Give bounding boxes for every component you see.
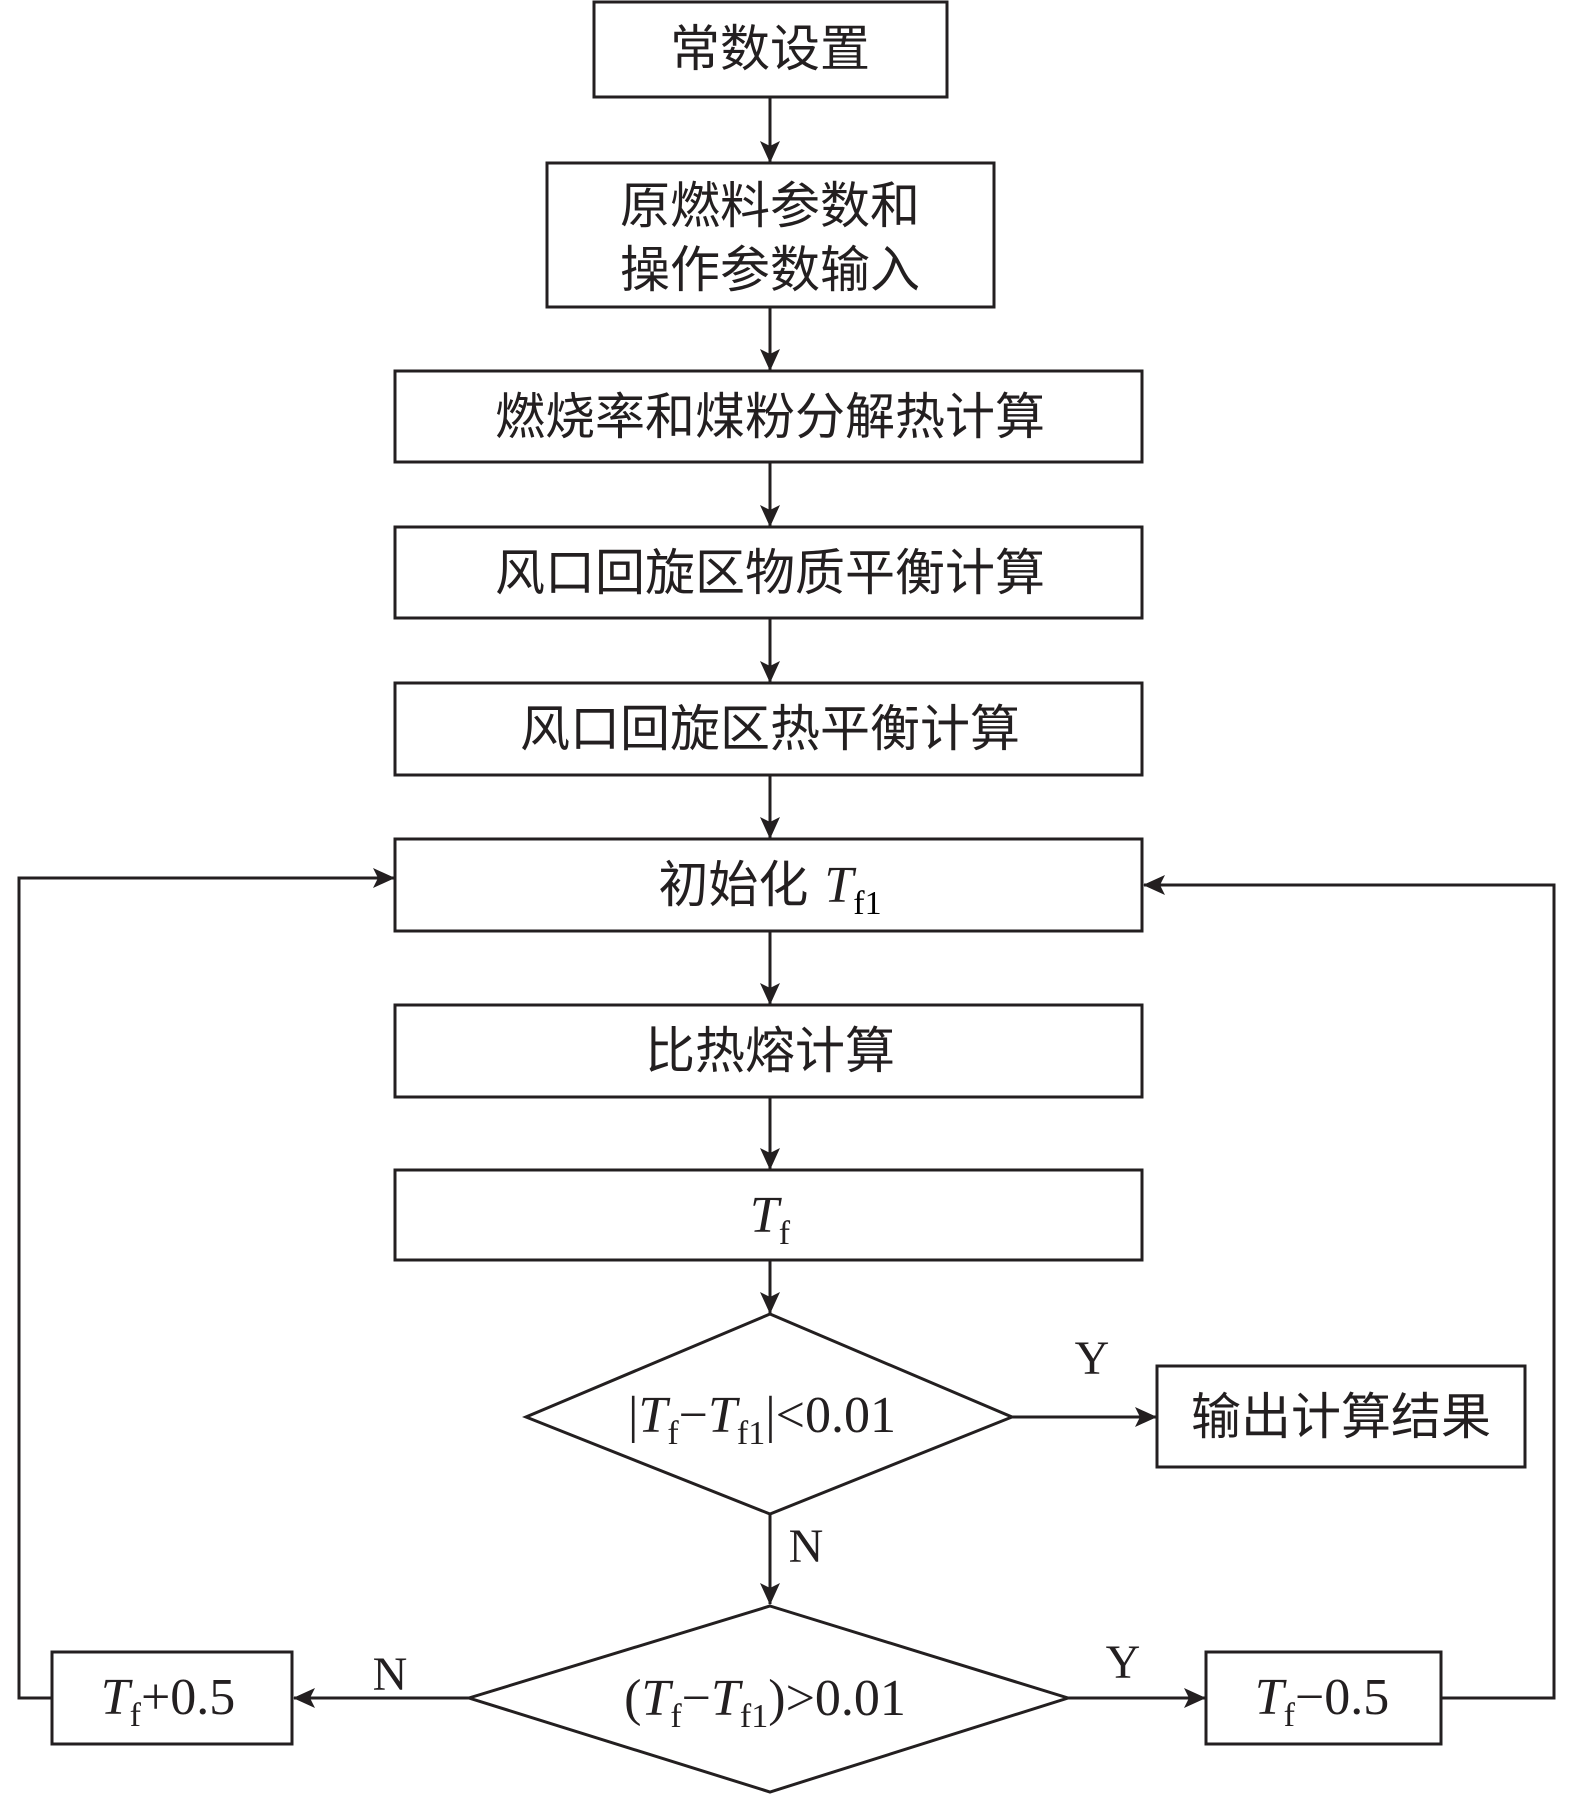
node-init-var: T: [824, 857, 856, 914]
node-check2-a: T: [641, 1670, 673, 1727]
node-tf-var: T: [750, 1187, 782, 1244]
edges: [17, 97, 1556, 1708]
node-check1-a: T: [638, 1387, 670, 1444]
node-plus: Tf+0.5: [50, 1650, 294, 1746]
node-minus-label: Tf−0.5: [1255, 1669, 1390, 1734]
node-init-label: 初始化 Tf1: [658, 856, 881, 922]
node-heat-label: 风口回旋区热平衡计算: [520, 700, 1020, 758]
node-constants: 常数设置: [592, 0, 949, 99]
node-check1-a-sub: f: [667, 1415, 679, 1452]
edge-label-check1-yes: Y: [1075, 1332, 1110, 1385]
node-tf-label: Tf: [750, 1187, 791, 1252]
node-minus: Tf−0.5: [1204, 1650, 1443, 1746]
node-plus-var: T: [101, 1669, 133, 1726]
node-input: 原燃料参数和 操作参数输入: [545, 161, 996, 309]
node-input-label-line2: 操作参数输入: [620, 241, 920, 299]
node-enthalpy: 比热熔计算: [393, 1003, 1144, 1099]
node-mass: 风口回旋区物质平衡计算: [393, 525, 1144, 620]
node-minus-var: T: [1255, 1669, 1287, 1726]
node-heat: 风口回旋区热平衡计算: [393, 681, 1144, 777]
node-init-sub: f1: [853, 885, 881, 922]
node-tf: Tf: [393, 1168, 1144, 1262]
node-init: 初始化 Tf1: [393, 837, 1144, 933]
node-mass-label: 风口回旋区物质平衡计算: [495, 544, 1045, 602]
node-tf-sub: f: [779, 1215, 791, 1252]
node-check2-b-sub: f1: [740, 1698, 768, 1735]
node-output-label: 输出计算结果: [1191, 1388, 1491, 1446]
node-check2-a-sub: f: [670, 1698, 682, 1735]
node-constants-label: 常数设置: [670, 20, 870, 78]
edge-plus-init-loop: [17, 868, 395, 1700]
edge-label-check2-yes: Y: [1106, 1636, 1141, 1689]
node-check1-b-sub: f1: [737, 1415, 765, 1452]
node-plus-label: Tf+0.5: [101, 1669, 236, 1734]
node-plus-sub: f: [130, 1697, 142, 1734]
node-check2-suffix: )>0.01: [768, 1670, 906, 1727]
node-input-label-line1: 原燃料参数和: [620, 177, 920, 235]
node-check2-label: (Tf−Tf1)>0.01: [624, 1670, 906, 1735]
node-check1: |Tf−Tf1|<0.01: [522, 1312, 1016, 1516]
node-plus-suffix: +0.5: [141, 1669, 235, 1726]
node-check1-op: −: [679, 1387, 708, 1444]
node-check1-suffix: |<0.01: [765, 1387, 896, 1444]
node-minus-suffix: −0.5: [1295, 1669, 1389, 1726]
node-check1-prefix: |: [628, 1387, 638, 1444]
node-enthalpy-label: 比热熔计算: [645, 1022, 895, 1080]
node-init-text: 初始化: [658, 856, 824, 914]
node-burn-label: 燃烧率和煤粉分解热计算: [495, 388, 1045, 446]
node-check2-prefix: (: [624, 1670, 641, 1727]
node-check1-b: T: [708, 1387, 740, 1444]
edge-label-check2-no: N: [373, 1648, 408, 1701]
edge-minus-init-loop: [1143, 875, 1556, 1700]
node-burn: 燃烧率和煤粉分解热计算: [393, 369, 1144, 464]
node-check2-op: −: [682, 1670, 711, 1727]
node-minus-sub: f: [1284, 1697, 1296, 1734]
node-check2-b: T: [711, 1670, 743, 1727]
edge-label-check1-no: N: [789, 1520, 824, 1573]
node-check2: (Tf−Tf1)>0.01: [463, 1604, 1074, 1794]
node-output: 输出计算结果: [1155, 1364, 1527, 1469]
node-check1-label: |Tf−Tf1|<0.01: [628, 1387, 896, 1452]
